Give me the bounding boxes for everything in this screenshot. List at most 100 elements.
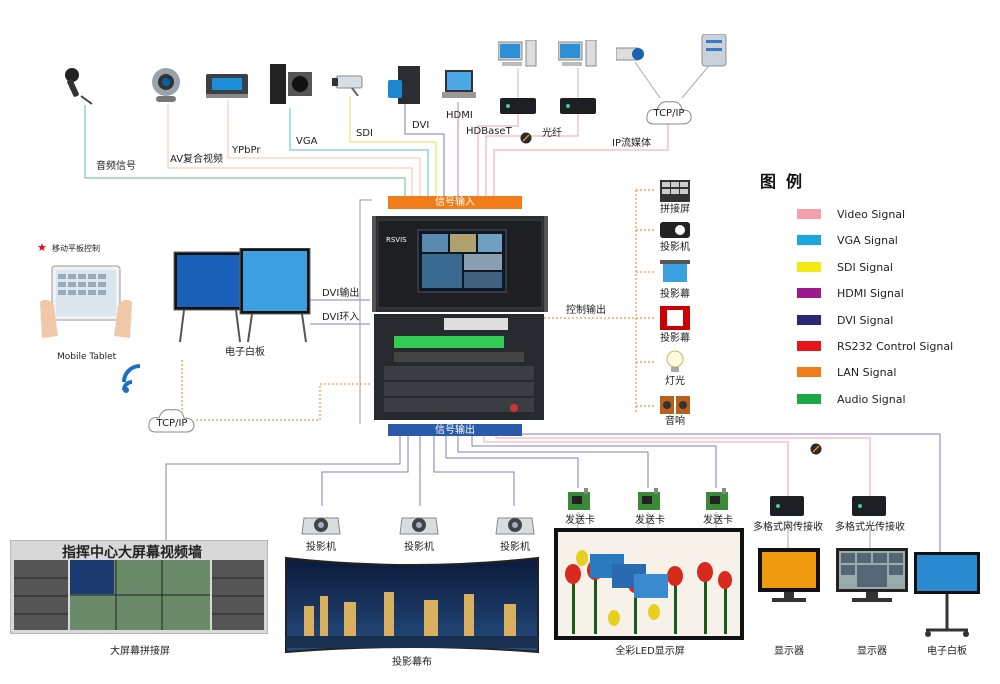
tcpip-label: TCP/IP xyxy=(156,418,188,429)
control-item-label: 投影机 xyxy=(660,242,690,253)
mobile-control-label: 移动平板控制 xyxy=(52,244,100,253)
sender-card-icon xyxy=(636,488,662,512)
vga-wire xyxy=(289,108,429,196)
microphone-icon xyxy=(62,66,102,106)
legend-item: Video Signal xyxy=(797,207,906,221)
sender-card-label: 发送卡 xyxy=(703,515,733,526)
projector-icon xyxy=(660,222,690,240)
sender-card-icon xyxy=(566,488,592,512)
interactive-whiteboard-icon xyxy=(172,247,312,346)
cloud-icon: TCP/IP xyxy=(644,98,694,128)
ip-camera-icon xyxy=(615,44,646,66)
net-receiver-label: 多格式网传接收 xyxy=(753,522,823,533)
control-item-label: 灯光 xyxy=(665,376,685,387)
projection-screen xyxy=(284,556,540,654)
legend-item: HDMI Signal xyxy=(797,286,904,300)
connector-icon xyxy=(810,440,822,455)
projector-icon xyxy=(398,508,440,540)
fiber-receiver-label: 多格式光传接收 xyxy=(835,522,905,533)
fiber-label: 光纤 xyxy=(542,128,562,139)
video-wall-label: 大屏幕拼接屏 xyxy=(110,646,170,657)
legend-swatch xyxy=(797,341,821,351)
cloud-icon: TCP/IP xyxy=(146,406,198,436)
sdi-label: SDI xyxy=(356,128,373,139)
connector-icon xyxy=(520,129,532,144)
legend-label: DVI Signal xyxy=(837,313,894,327)
monitor-label: 显示器 xyxy=(774,646,804,657)
ip-wire xyxy=(493,124,669,196)
star-icon: ★ xyxy=(37,241,47,254)
projector-icon xyxy=(494,508,536,540)
control-item-label: 拼接屏 xyxy=(660,204,690,215)
video-wall-control-icon xyxy=(660,180,690,202)
server-icon xyxy=(700,33,728,68)
control-item-label: 投影幕 xyxy=(660,289,690,300)
laptop-icon xyxy=(442,70,476,102)
webcam-icon xyxy=(148,66,184,104)
legend-swatch xyxy=(797,235,821,245)
transmitter-box-icon xyxy=(500,98,536,116)
legend-label: VGA Signal xyxy=(837,233,898,247)
legend-swatch xyxy=(797,262,821,272)
whiteboard-icon xyxy=(914,552,980,638)
hdbaset-wire xyxy=(477,112,519,196)
pc-tower-icon xyxy=(388,66,422,106)
wifi-icon xyxy=(120,360,160,396)
hdbaset-label: HDBaseT xyxy=(466,126,512,137)
video-wall-title: 指挥中心大屏幕视频墙 xyxy=(62,545,202,561)
legend-swatch xyxy=(797,394,821,404)
dvd-player-icon xyxy=(206,74,248,98)
legend-item: LAN Signal xyxy=(797,365,897,379)
light-bulb-icon xyxy=(664,350,686,374)
monitor-icon xyxy=(758,548,820,604)
fiber-wire xyxy=(485,112,579,196)
projector-label: 投影机 xyxy=(500,542,530,553)
sender-card-icon xyxy=(704,488,730,512)
legend-label: LAN Signal xyxy=(837,365,897,379)
projector-icon xyxy=(300,508,342,540)
video-wall: 指挥中心大屏幕视频墙 xyxy=(9,539,269,635)
legend-item: DVI Signal xyxy=(797,313,894,327)
ypbpr-wire xyxy=(227,100,421,196)
legend-swatch xyxy=(797,288,821,298)
workstation-icon xyxy=(557,39,598,70)
switcher-chassis xyxy=(374,314,544,420)
av-label: AV复合视频 xyxy=(170,154,224,165)
legend-item: VGA Signal xyxy=(797,233,898,247)
audio-wire xyxy=(84,105,406,196)
whiteboard-label: 电子白板 xyxy=(225,347,265,358)
camera-rig-icon xyxy=(268,64,314,108)
legend-swatch xyxy=(797,209,821,219)
dvi-label: DVI xyxy=(412,120,430,131)
tcpip-label: TCP/IP xyxy=(653,108,685,119)
sdi-wire xyxy=(349,96,437,196)
brand-label: RSVIS xyxy=(386,236,407,244)
legend-label: SDI Signal xyxy=(837,260,893,274)
legend-label: Video Signal xyxy=(837,207,906,221)
control-item-label: 音响 xyxy=(665,416,685,427)
legend-title: 图例 xyxy=(760,172,813,191)
monitor-icon xyxy=(836,548,908,604)
receiver-box-icon xyxy=(852,496,886,518)
mobile-tablet-label: Mobile Tablet xyxy=(57,352,117,362)
dvi-out-label: DVI输出 xyxy=(322,288,360,299)
whiteboard-output-label: 电子白板 xyxy=(927,646,967,657)
hdmi-label: HDMI xyxy=(446,110,473,121)
control-item-label: 投影幕 xyxy=(660,333,690,344)
workstation-icon xyxy=(497,39,538,70)
vga-label: VGA xyxy=(296,136,318,147)
curtain-screen-icon xyxy=(660,306,690,330)
transmitter-box-icon xyxy=(560,98,596,116)
control-output-label: 控制输出 xyxy=(566,305,606,316)
led-display xyxy=(554,528,744,640)
av-wire xyxy=(167,104,413,196)
tablet-icon xyxy=(38,262,134,344)
projector-label: 投影机 xyxy=(306,542,336,553)
projection-screen-label: 投影幕布 xyxy=(392,657,432,668)
legend-item: SDI Signal xyxy=(797,260,893,274)
legend-swatch xyxy=(797,367,821,377)
ipstream-label: IP流媒体 xyxy=(612,138,651,149)
sender-card-label: 发送卡 xyxy=(565,515,595,526)
legend-item: Audio Signal xyxy=(797,393,906,406)
legend-label: HDMI Signal xyxy=(837,286,904,300)
